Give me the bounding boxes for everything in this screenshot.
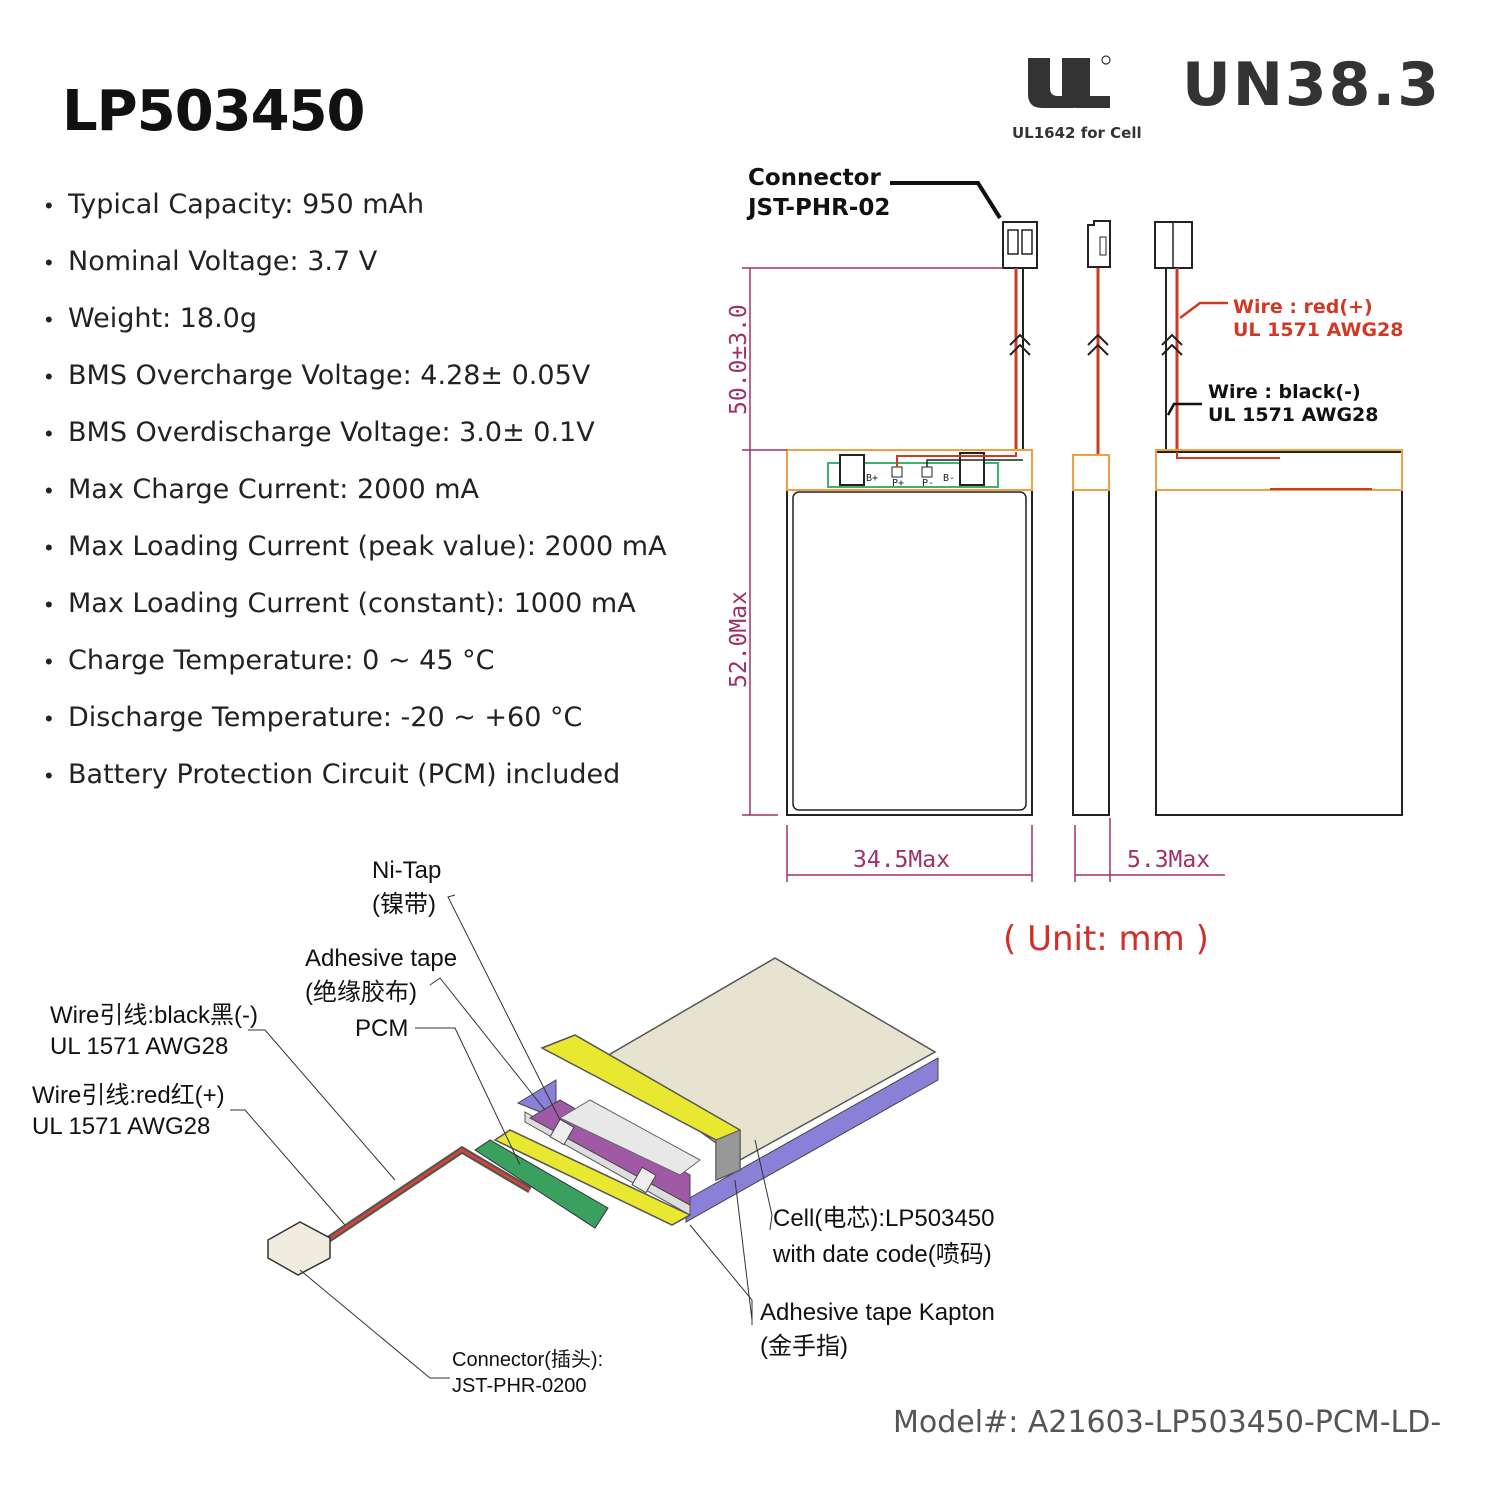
pad-b-plus: B+ <box>866 473 878 484</box>
ul-logo <box>1028 55 1111 108</box>
model-number: Model#: A21603-LP503450-PCM-LD- <box>893 1405 1441 1440</box>
dim-width: 34.5Max <box>853 847 950 873</box>
spec-item: Weight: 18.0g <box>68 303 257 334</box>
dim-height: 52.0Max <box>726 591 752 688</box>
side-view <box>1072 220 1111 816</box>
dim-wire-length: 50.0±3.0 <box>726 304 752 415</box>
ul-caption: UL1642 for Cell <box>1012 124 1142 142</box>
bullet-icon: • <box>45 649 53 674</box>
wire-black-iso-label: Wire引线:black黑(-) <box>50 1002 258 1029</box>
spec-item: Max Loading Current (peak value): 2000 m… <box>68 531 667 562</box>
spec-item: Nominal Voltage: 3.7 V <box>68 246 378 277</box>
pcm-label: PCM <box>355 1015 408 1042</box>
bullet-icon: • <box>45 535 53 560</box>
unit-label: ( Unit: mm ) <box>1003 919 1209 959</box>
pad-p-minus: P- <box>922 478 934 489</box>
exploded-view <box>230 894 939 1379</box>
connector-iso-model: JST-PHR-0200 <box>452 1375 587 1397</box>
wire-red-iso-label: Wire引线:red红(+) <box>32 1082 225 1109</box>
bullet-icon: • <box>45 706 53 731</box>
dimension-lines <box>742 267 1225 882</box>
ni-tap-label: Ni-Tap <box>372 857 441 884</box>
cell-label: Cell(电芯):LP503450 <box>773 1205 994 1232</box>
pad-p-plus: P+ <box>892 478 904 489</box>
spec-item: Max Loading Current (constant): 1000 mA <box>68 588 636 619</box>
wire-black-iso-spec: UL 1571 AWG28 <box>50 1033 228 1060</box>
product-title: LP503450 <box>62 79 365 144</box>
kapton-label: Adhesive tape Kapton <box>760 1299 995 1326</box>
spec-item: BMS Overdischarge Voltage: 3.0± 0.1V <box>68 417 595 448</box>
wire-black-label: Wire : black(-) <box>1208 381 1361 403</box>
spec-item: Discharge Temperature: -20 ~ +60 °C <box>68 702 582 733</box>
adhesive-tape-label-cn: (绝缘胶布) <box>305 979 417 1006</box>
spec-item: Typical Capacity: 950 mAh <box>67 189 424 220</box>
connector-model: JST-PHR-02 <box>746 195 890 221</box>
back-view <box>1154 221 1403 816</box>
bullet-icon: • <box>45 592 53 617</box>
bullet-icon: • <box>45 364 53 389</box>
connector-iso-label: Connector(插头): <box>452 1348 603 1371</box>
bullet-icon: • <box>45 250 53 275</box>
adhesive-tape-label: Adhesive tape <box>305 945 457 972</box>
spec-item: Battery Protection Circuit (PCM) include… <box>68 759 620 790</box>
un-certification: UN38.3 <box>1182 50 1441 120</box>
spec-item: BMS Overcharge Voltage: 4.28± 0.05V <box>68 360 591 391</box>
ni-tap-label-cn: (镍带) <box>372 891 436 918</box>
bullet-icon: • <box>45 763 53 788</box>
wire-black-spec: UL 1571 AWG28 <box>1208 404 1379 426</box>
dim-thickness: 5.3Max <box>1127 847 1210 873</box>
bullet-icon: • <box>45 421 53 446</box>
bullet-icon: • <box>45 478 53 503</box>
cell-date-code: with date code(喷码) <box>772 1241 992 1268</box>
connector-leader <box>890 181 1002 220</box>
front-view: B+ P+ P- B- <box>786 221 1038 816</box>
spec-item: Max Charge Current: 2000 mA <box>68 474 480 505</box>
kapton-label-cn: (金手指) <box>760 1333 848 1360</box>
bullet-icon: • <box>45 193 53 218</box>
spec-list: • Typical Capacity: 950 mAh • Nominal Volta… <box>45 189 667 790</box>
pad-b-minus: B- <box>943 473 955 484</box>
connector-label: Connector <box>748 165 881 191</box>
wire-red-spec: UL 1571 AWG28 <box>1233 319 1404 341</box>
bullet-icon: • <box>45 307 53 332</box>
wire-red-iso-spec: UL 1571 AWG28 <box>32 1113 210 1140</box>
wire-red-label: Wire : red(+) <box>1233 296 1373 318</box>
spec-item: Charge Temperature: 0 ~ 45 °C <box>68 645 494 676</box>
